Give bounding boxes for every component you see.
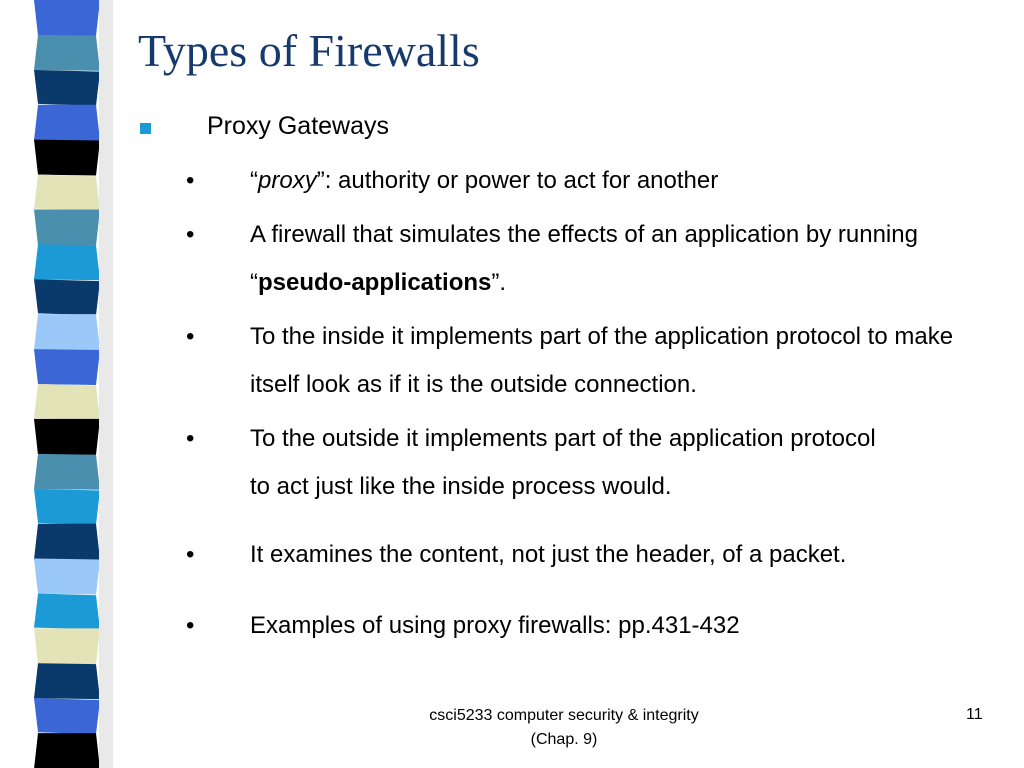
bullet-text: Examples of using proxy firewalls: pp.43…: [250, 612, 740, 639]
strip-band: [34, 384, 100, 420]
strip-band: [34, 453, 100, 490]
bullet-dot-icon: •: [186, 167, 195, 194]
strip-band: [34, 418, 100, 455]
strip-band: [34, 733, 100, 768]
strip-band: [34, 34, 100, 71]
proxy-term: proxy: [258, 167, 317, 194]
strip-band: [34, 349, 100, 385]
strip-band: [34, 69, 100, 106]
strip-band: [34, 488, 100, 525]
bullet-text: To the outside it implements part of the…: [250, 425, 876, 500]
strip-band: [34, 593, 100, 630]
bullet-dot-icon: •: [186, 425, 195, 452]
strip-band: [34, 558, 100, 595]
bullet-text: “proxy”: authority or power to act for a…: [250, 167, 719, 194]
strip-band: [34, 174, 100, 211]
strip-band: [34, 628, 100, 665]
strip-band: [34, 209, 100, 246]
bullet-dot-icon: •: [186, 221, 195, 248]
bullet-text: It examines the content, not just the he…: [250, 541, 847, 568]
bullet-dot-icon: •: [186, 541, 195, 568]
page-number: 11: [966, 706, 983, 723]
strip-band: [34, 698, 100, 735]
bullet-dot-icon: •: [186, 323, 195, 350]
strip-band: [34, 663, 100, 700]
footer-course: csci5233 computer security & integrity (…: [429, 707, 699, 748]
level1-text: Proxy Gateways: [207, 112, 390, 140]
bullet-dot-icon: •: [186, 612, 195, 639]
strip-band: [34, 314, 100, 351]
decorative-strip: [0, 0, 118, 768]
pseudo-applications-term: pseudo-applications: [258, 269, 492, 296]
strip-band: [34, 244, 100, 281]
strip-band: [34, 523, 100, 560]
strip-shadow: [99, 0, 113, 768]
strip-band: [34, 139, 100, 176]
bullet-text: To the inside it implements part of the …: [250, 323, 954, 398]
strip-band: [34, 0, 100, 36]
square-bullet-icon: [140, 123, 151, 134]
bullet-text: A firewall that simulates the effects of…: [250, 221, 918, 296]
strip-band: [34, 279, 100, 316]
strip-band: [34, 104, 100, 141]
slide-title: Types of Firewalls: [138, 25, 480, 76]
